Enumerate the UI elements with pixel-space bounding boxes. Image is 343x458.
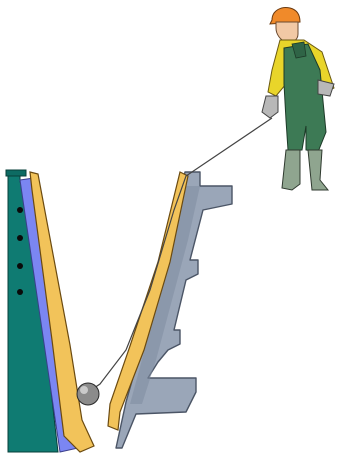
worker-figure: [262, 8, 334, 191]
bolt-hole: [17, 289, 23, 295]
bolt-hole: [17, 235, 23, 241]
fixed-jaw-cap: [6, 170, 26, 176]
glove-left: [262, 96, 278, 118]
support-frame-shade: [130, 186, 200, 404]
bolt-hole: [17, 207, 23, 213]
fixed-jaw-assembly: [6, 170, 94, 452]
bolt-hole: [17, 263, 23, 269]
boot-right: [308, 150, 328, 190]
lead-ball-plumb: [77, 383, 99, 405]
worker-head: [276, 22, 298, 43]
boot-left: [282, 150, 300, 190]
